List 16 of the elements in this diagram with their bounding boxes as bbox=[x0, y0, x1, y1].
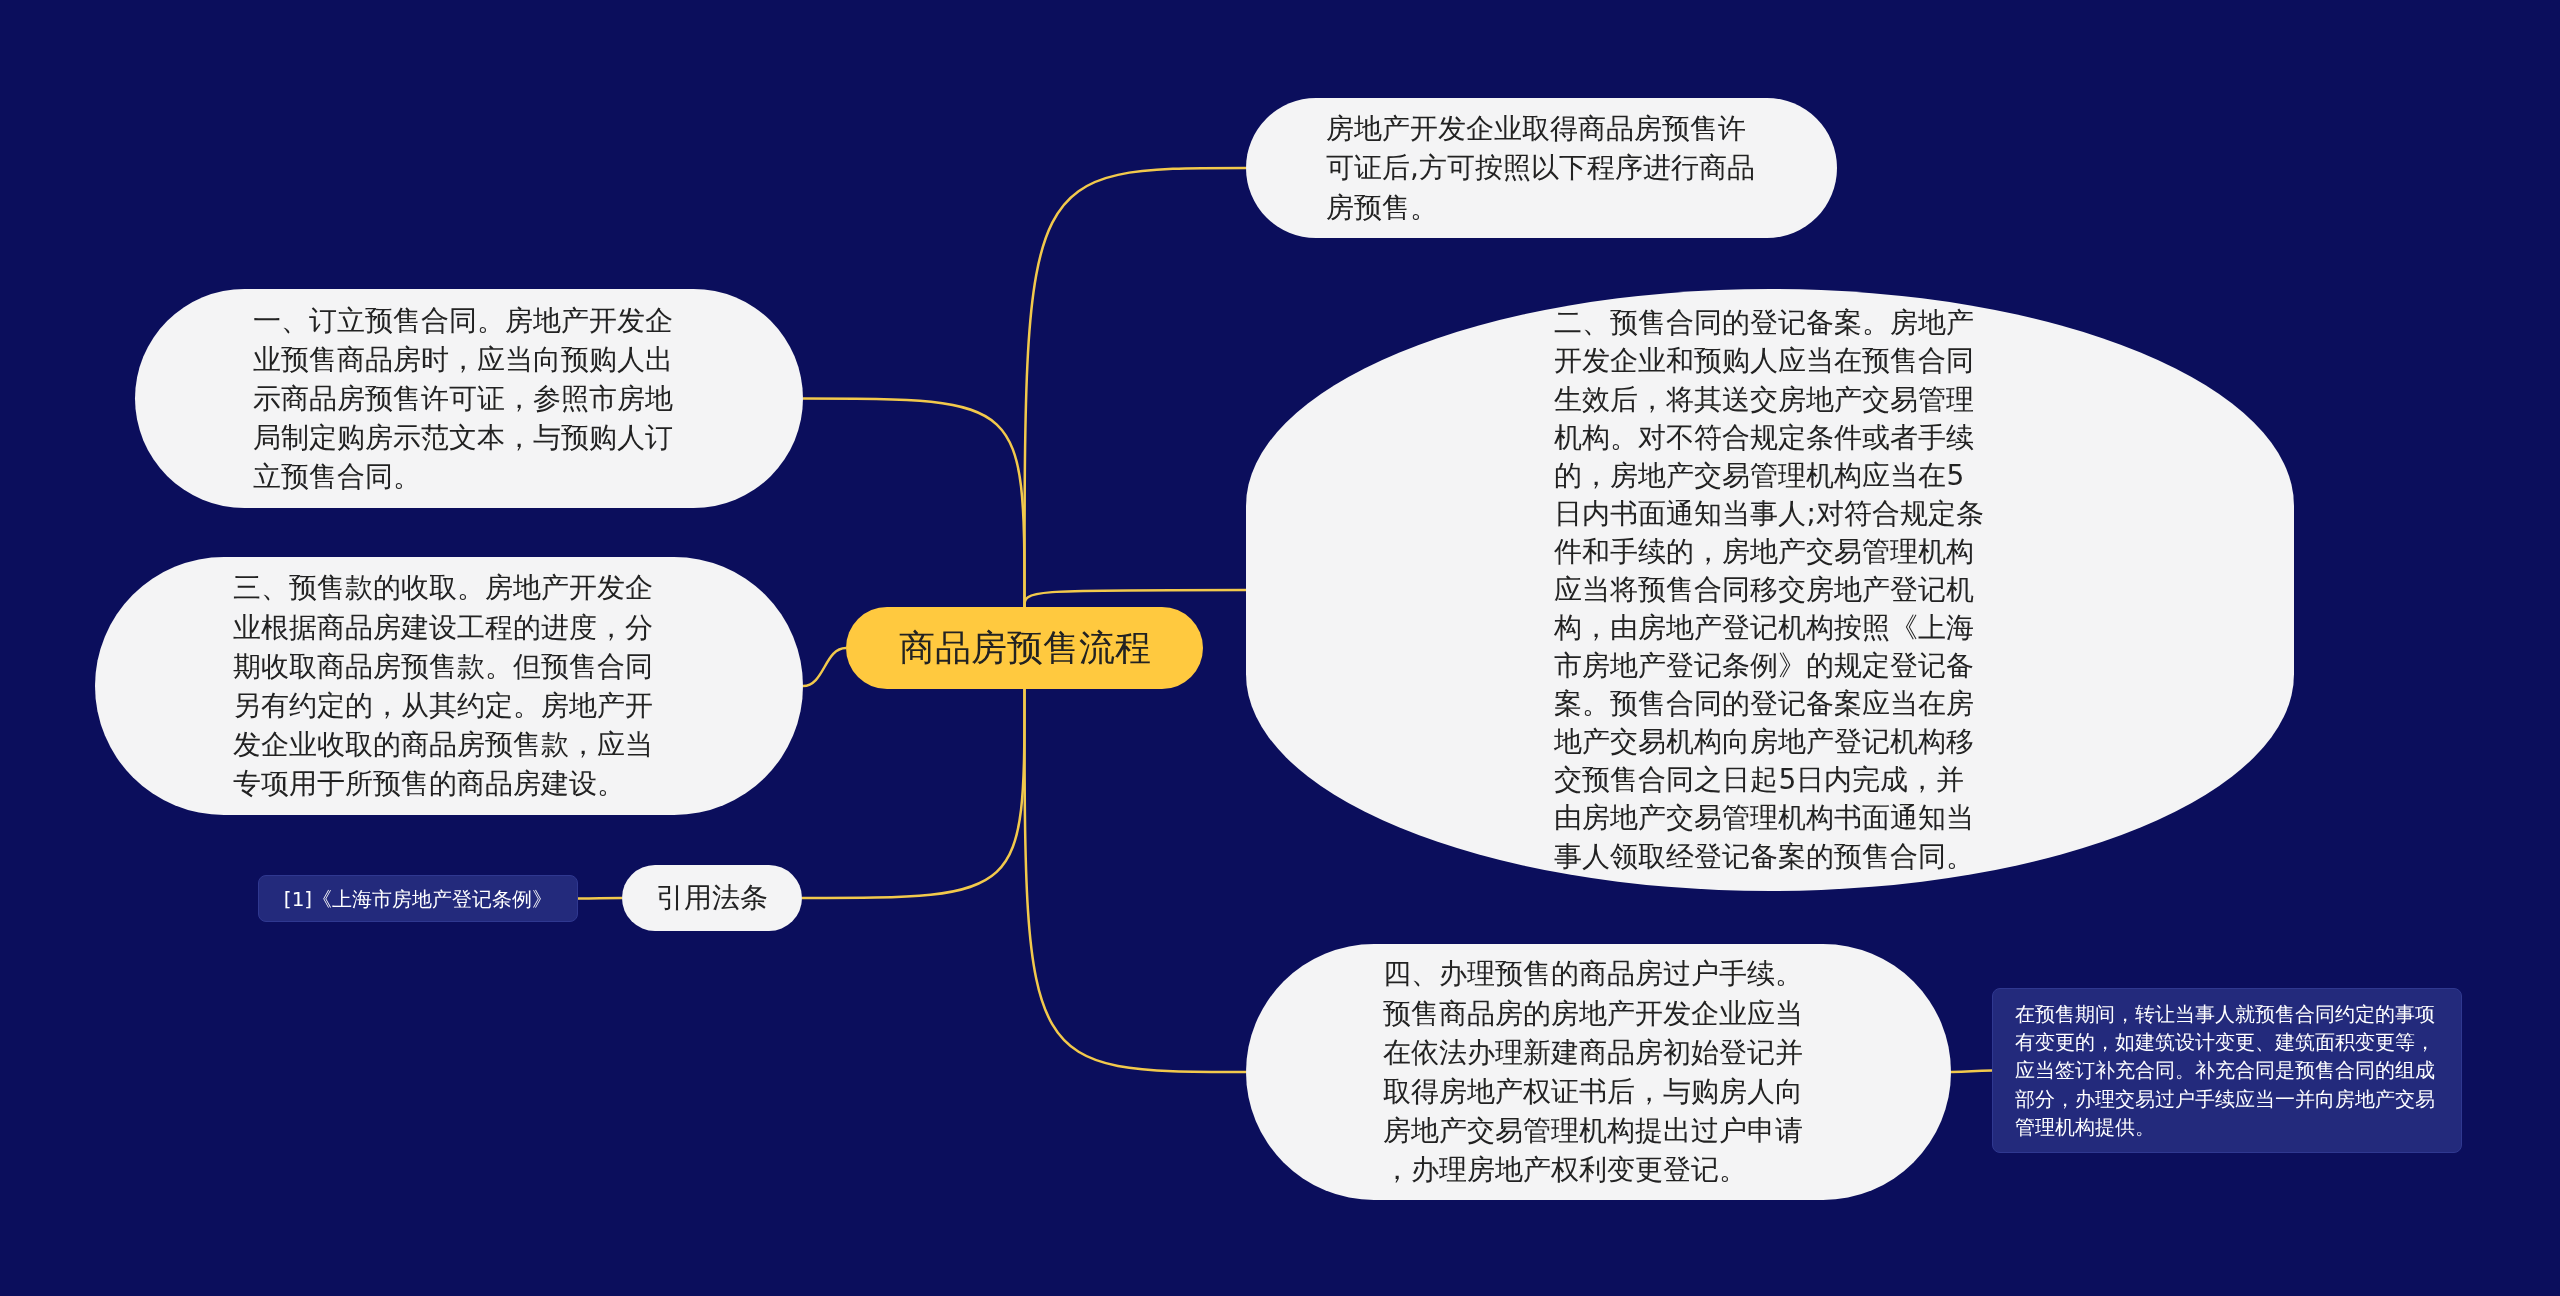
note-text: 在预售期间，转让当事人就预售合同约定的事项有变更的，如建筑设计变更、建筑面积变更等，应当签订补充合同。补充合同是预售合同的组成部分，办理交易过户手续应当一并向房地产交易管理机构提供。 bbox=[2015, 1000, 2436, 1142]
note-card bbox=[258, 875, 578, 922]
note-text: [1]《上海市房地产登记条例》 bbox=[283, 886, 553, 911]
topic-text: 二、预售合同的登记备案。房地产开发企业和预购人应当在预售合同生效后，将其送交房地产交易管理机构。对不符合规定条件或者手续的，房地产交易管理机构应当在5日内书面通知当事人;对符合规定条件和手续的，房地产交易管理机构应当将预售合同移交房地产登记机构，由房地产登记机构按照《上海市房地产登记条例》的规定登记备案。预售合同的登记备案应当在房地产交易机构向房地产登记机构移交预售合同之日起5日内完成，并由房地产交易管理机构书面通知当事人领取经登记备案的预售合同。 bbox=[1554, 305, 1985, 875]
connector-line bbox=[578, 896, 622, 900]
central-topic-text: 商品房预售流程 bbox=[898, 626, 1151, 670]
connector-line bbox=[1023, 689, 1246, 1074]
topic-text: 四、办理预售的商品房过户手续。预售商品房的房地产开发企业应当在依法办理新建商品房初始登记并取得房地产权证书后，与购房人向房地产交易管理机构提出过户申请，办理房地产权利变更登记。 bbox=[1382, 956, 1804, 1189]
topic-text: 引用法条 bbox=[656, 881, 768, 915]
topic-text: 一、订立预售合同。房地产开发企业预售商品房时，应当向预购人出示商品房预售许可证，参照市房地局制定购房示范文本，与预购人订立预售合同。 bbox=[253, 302, 675, 496]
topic-text: 房地产开发企业取得商品房预售许可证后,方可按照以下程序进行商品房预售。 bbox=[1325, 111, 1756, 226]
connector-line bbox=[802, 646, 847, 688]
note-card bbox=[1992, 988, 2462, 1153]
topic-text: 三、预售款的收取。房地产开发企业根据商品房建设工程的进度，分期收取商品房预售款。但预售合同另有约定的，从其约定。房地产开发企业收取的商品房预售款，应当专项用于所预售的商品房建设。 bbox=[233, 570, 655, 803]
connector-line bbox=[1023, 588, 1246, 608]
connector-line bbox=[1951, 1069, 1992, 1074]
